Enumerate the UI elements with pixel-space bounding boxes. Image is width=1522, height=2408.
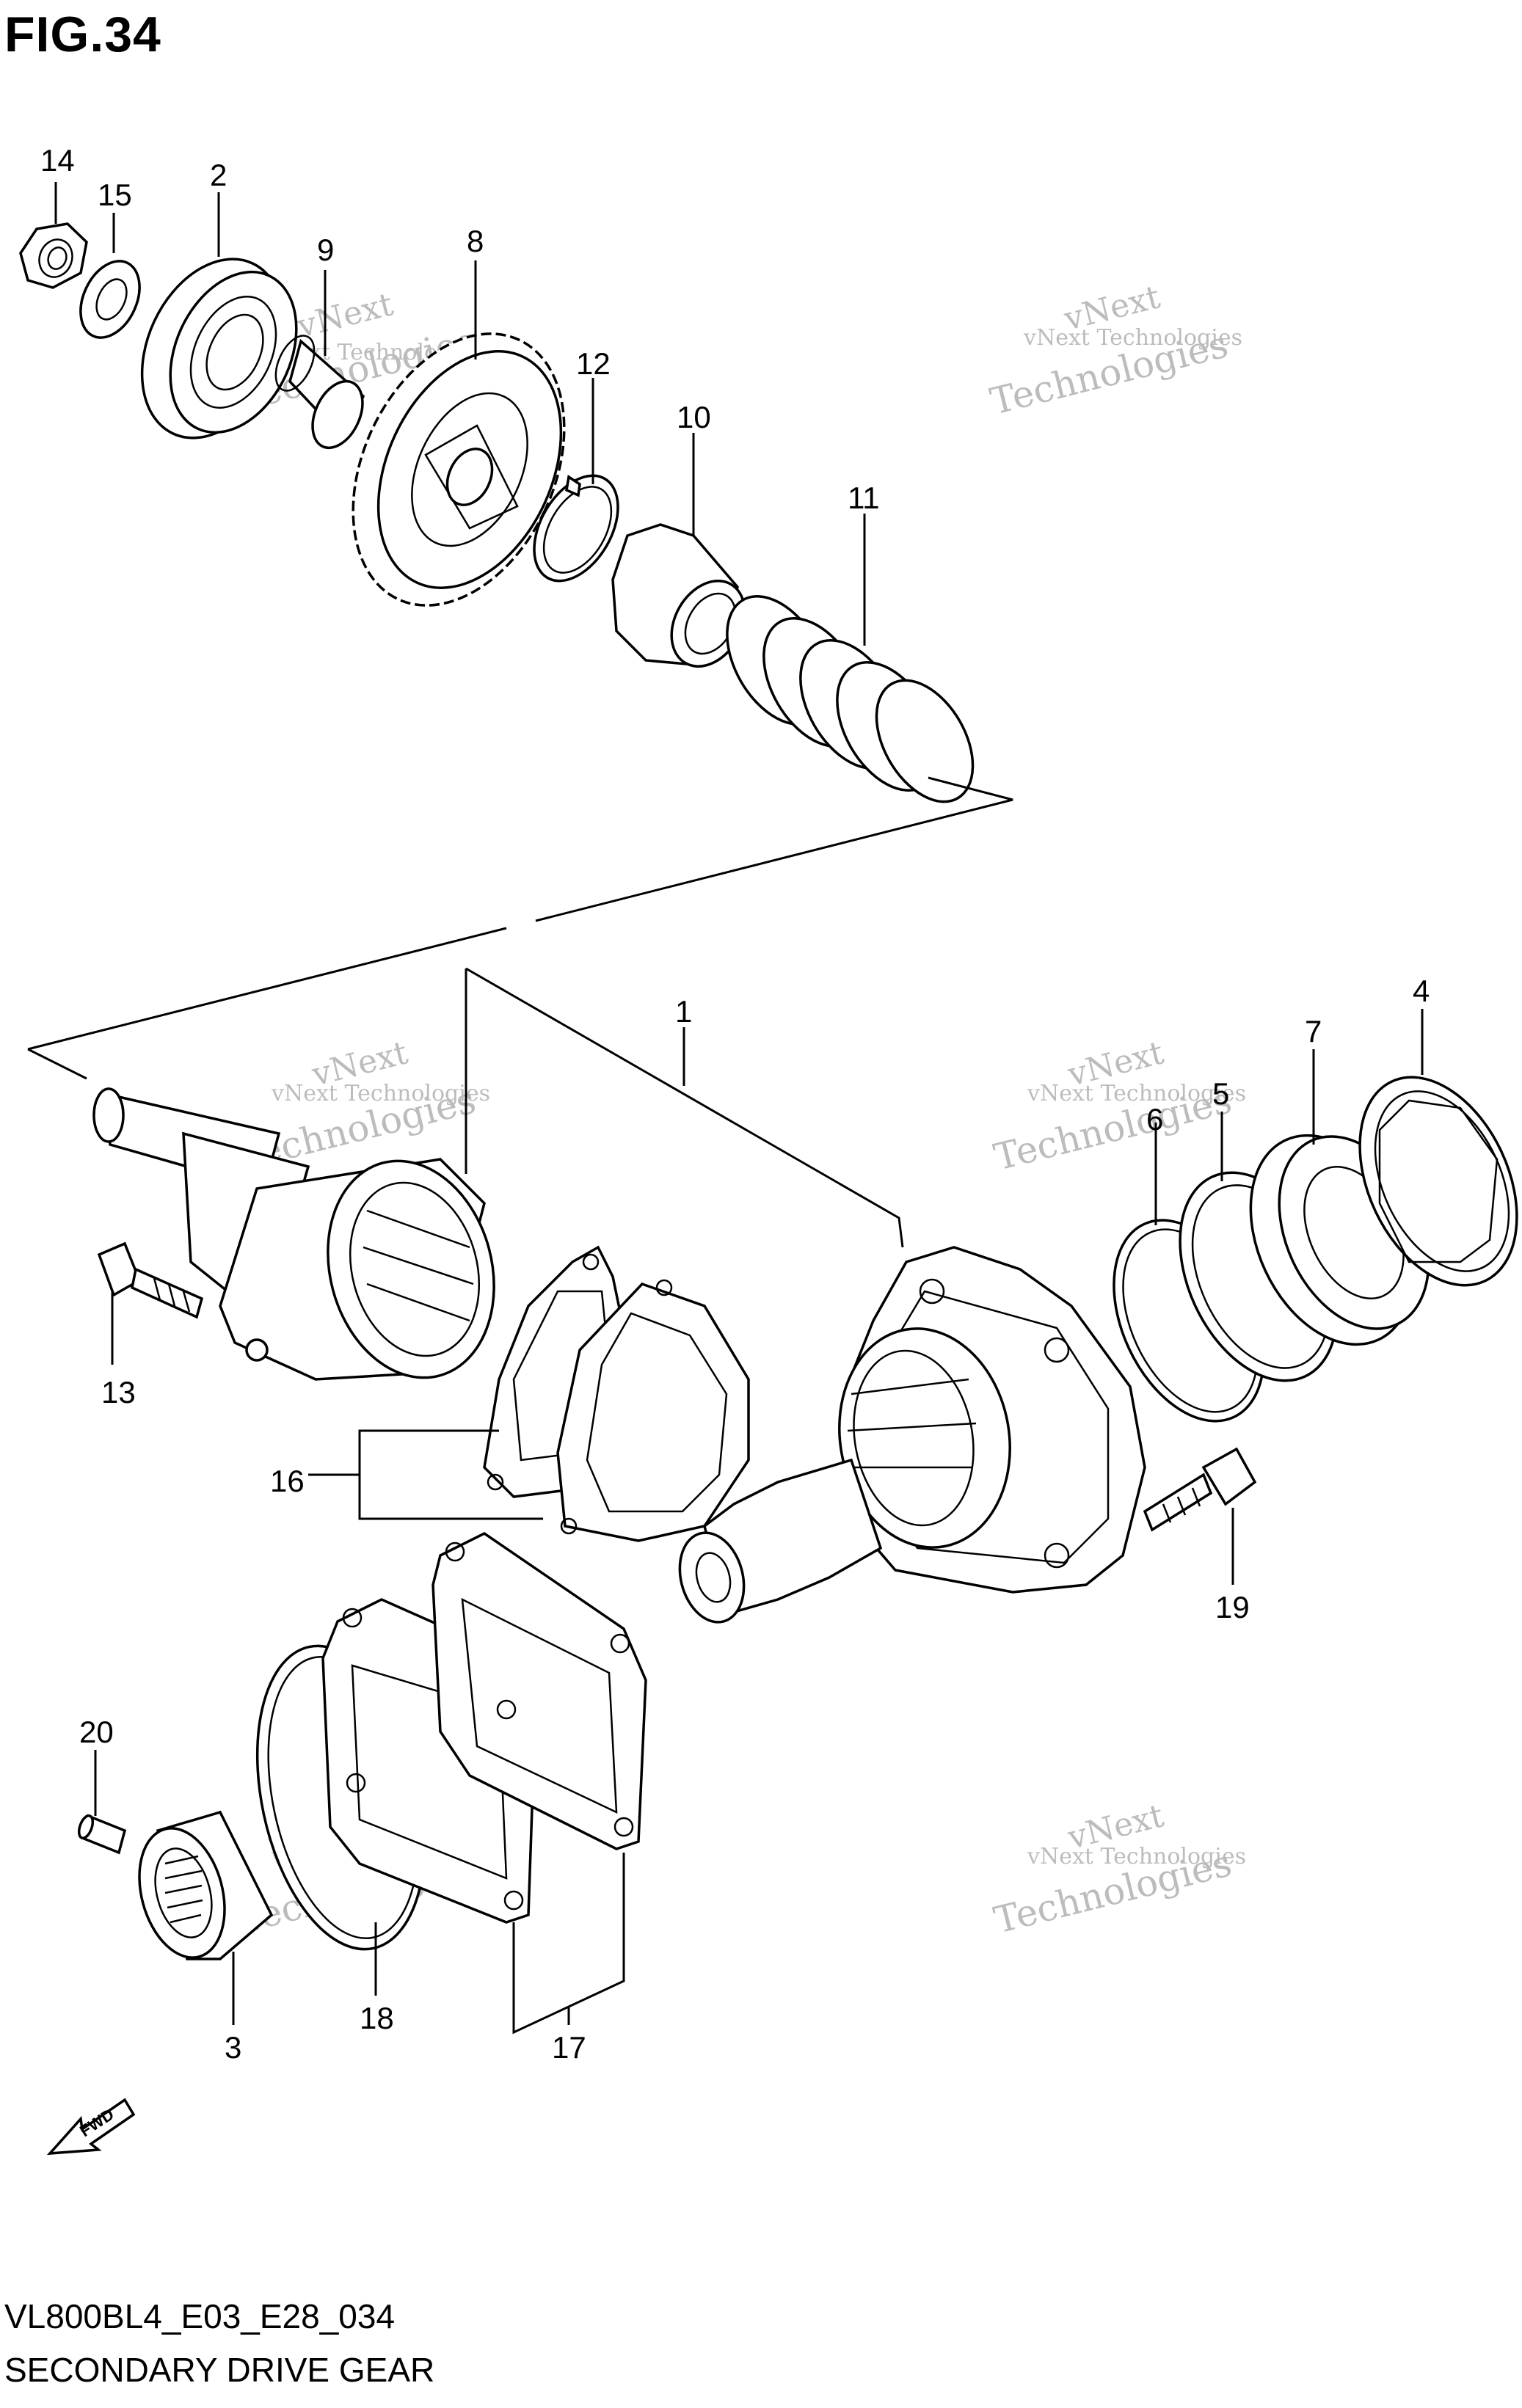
callout-14: 14 [40, 143, 75, 178]
watermark-2: vNext Technologies vNext Technologies [986, 278, 1242, 423]
part-3-needle-bearing [138, 1810, 274, 1960]
part-19-bolt [1143, 1447, 1257, 1532]
callout-17: 17 [552, 2030, 586, 2065]
diagram-code: VL800BL4_E03_E28_034 [4, 2297, 396, 2335]
part-13-bolt [97, 1241, 204, 1319]
callout-7: 7 [1305, 1014, 1322, 1048]
part-11-spring [726, 595, 975, 803]
svg-text:vNext Technologies: vNext Technologies [1023, 325, 1242, 351]
part-2-bearing [140, 258, 298, 439]
svg-text:vNext Technologies: vNext Technologies [271, 1081, 490, 1106]
svg-text:vNext Technologies: vNext Technologies [1027, 1844, 1246, 1869]
callout-12: 12 [576, 346, 611, 381]
part-15-washer [79, 260, 141, 339]
callout-20: 20 [79, 1715, 114, 1749]
part-12-circlip [533, 474, 619, 583]
part-20-pin [77, 1814, 127, 1855]
callout-11: 11 [848, 481, 880, 515]
callout-16: 16 [270, 1464, 305, 1498]
assembly-lines-top [27, 776, 1013, 1080]
svg-text:vNext Technologies: vNext Technologies [1027, 1081, 1246, 1106]
callout-8: 8 [467, 224, 484, 258]
callout-labels: 14 15 2 9 8 12 10 11 1 4 7 5 6 13 16 19 … [40, 143, 1430, 2065]
part-8-gear [352, 332, 566, 607]
callout-18: 18 [360, 2001, 394, 2035]
part-16-gasket [483, 1245, 750, 1542]
part-4-nut [1358, 1076, 1518, 1287]
part-9-collar [274, 335, 365, 450]
watermark-6: vNext Technologies vNext Technologies [990, 1797, 1246, 1941]
part-10-cam [611, 523, 746, 668]
figure-title: FIG.34 [4, 7, 161, 62]
fwd-arrow-icon: FWD [46, 2098, 136, 2156]
callout-10: 10 [677, 400, 711, 434]
callout-1: 1 [675, 994, 692, 1029]
part-drive-shaft [92, 1087, 495, 1381]
callout-4: 4 [1413, 974, 1430, 1008]
callout-19: 19 [1215, 1590, 1250, 1624]
callout-5: 5 [1212, 1076, 1229, 1111]
part-1-case [678, 1246, 1146, 1624]
bracket-16 [308, 1429, 543, 1520]
bracket-17 [512, 1853, 625, 2035]
callout-15: 15 [98, 178, 132, 212]
watermark-4: vNext Technologies vNext Technologies [990, 1034, 1246, 1178]
callout-6: 6 [1146, 1102, 1163, 1136]
leader-lines [54, 182, 1424, 2025]
assembly-lines-middle [465, 967, 904, 1248]
callout-9: 9 [317, 233, 334, 267]
callout-2: 2 [210, 158, 227, 192]
callout-13: 13 [101, 1375, 136, 1409]
diagram-name: SECONDARY DRIVE GEAR [4, 2351, 435, 2389]
part-14-nut [19, 222, 88, 289]
callout-3: 3 [225, 2030, 241, 2065]
part-17-gasket [321, 1531, 647, 1924]
